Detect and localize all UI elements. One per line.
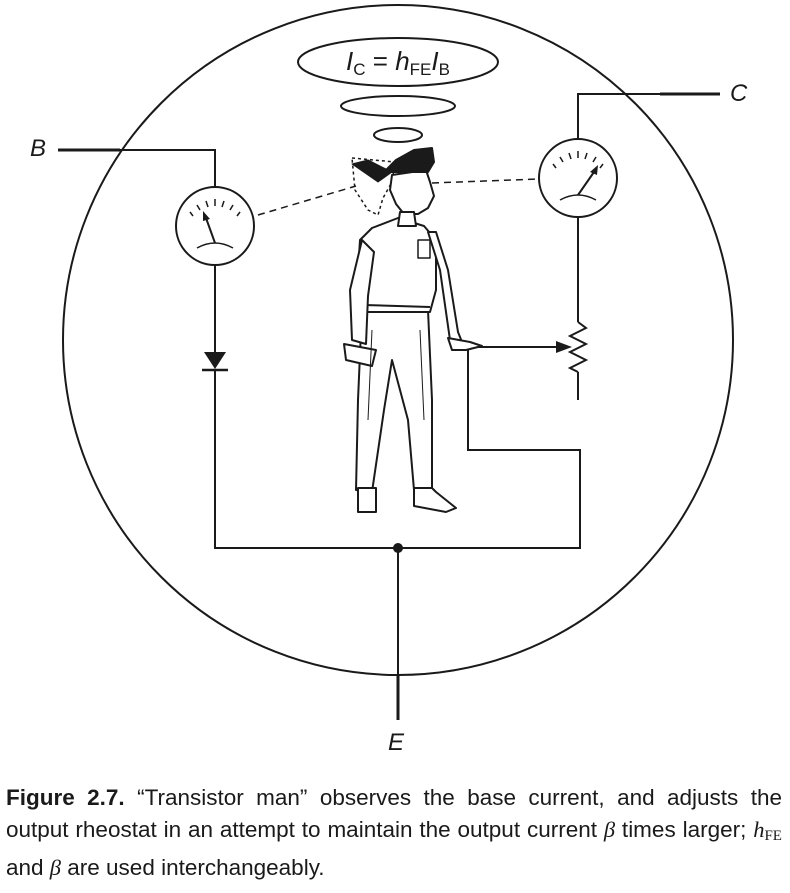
base-emitter-diode [202,352,228,372]
base-wire [120,149,216,190]
caption-h-sub: FE [764,828,782,844]
caption-h: h [753,817,765,842]
thought-bubble-main [297,37,499,87]
man-right-arm [427,231,463,343]
emitter-junction-dot [393,543,403,553]
thought-bubble: IC = hFEIB [297,37,499,143]
output-rheostat [567,321,589,373]
base-meter-needle [205,217,216,244]
collector-meter-needle [577,171,595,196]
man-flashlight [343,343,377,367]
man-cap [383,147,435,173]
caption-text-2: times larger; [615,817,754,842]
caption-beta-2: β [49,855,62,880]
man-head [389,169,435,215]
caption-beta-1: β [603,817,616,842]
thought-bubble-mid [340,95,456,117]
collector-current-meter [538,138,618,218]
observation-line-collector [431,178,539,184]
transistor-man-diagram: IC = hFEIB B C E [30,4,748,756]
previous-head-outline [351,157,396,216]
rheostat-wiper-arrowhead [556,341,572,353]
observation-line-base [257,185,357,216]
caption-text-1: “Transistor man” observes the base curre… [6,785,782,842]
figure-caption: Figure 2.7. “Transistor man” observes th… [6,782,782,884]
man-left-shoe [357,487,377,513]
base-terminal-label: B [30,135,46,162]
base-to-emitter-wire [214,347,581,549]
transistor-man-figure [343,147,483,513]
caption-text-4: are used interchangeably. [61,855,325,880]
collector-wire [577,93,660,140]
man-left-arm [349,239,375,345]
collector-terminal-label: C [730,80,748,107]
figure-label: Figure 2.7. [6,785,125,810]
gain-equation: IC = hFEIB [346,46,450,79]
base-current-meter [175,186,255,266]
man-hand [447,337,483,351]
caption-text-3: and [6,855,50,880]
man-right-shoe [413,487,457,513]
emitter-terminal-label: E [388,729,405,756]
thought-bubble-small [373,127,423,143]
